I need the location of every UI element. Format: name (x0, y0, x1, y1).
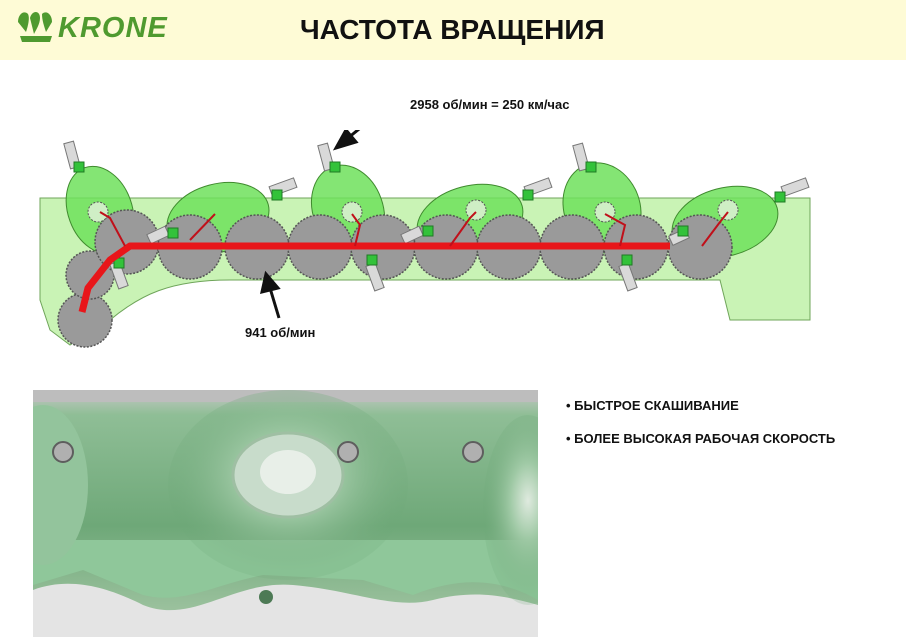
callout-arrows (260, 130, 361, 319)
logo-text: KRONE (58, 12, 168, 44)
bullet-item: • БЫСТРОЕ СКАШИВАНИЕ (566, 398, 739, 413)
label-top-rpm: 2958 об/мин = 250 км/час (410, 97, 570, 112)
krone-logo-icon (18, 12, 52, 42)
header-bar: KRONE ЧАСТОТА ВРАЩЕНИЯ (0, 0, 906, 60)
label-bottom-rpm: 941 об/мин (245, 325, 316, 340)
bullet-list: • БЫСТРОЕ СКАШИВАНИЕ • БОЛЕЕ ВЫСОКАЯ РАБ… (566, 398, 906, 464)
spinning-disc-photo (33, 390, 538, 637)
page-title: ЧАСТОТА ВРАЩЕНИЯ (300, 14, 605, 45)
mower-bar-diagram (39, 130, 811, 348)
drive-shaft (78, 242, 670, 313)
bullet-item: • БОЛЕЕ ВЫСОКАЯ РАБОЧАЯ СКОРОСТЬ (566, 431, 836, 446)
